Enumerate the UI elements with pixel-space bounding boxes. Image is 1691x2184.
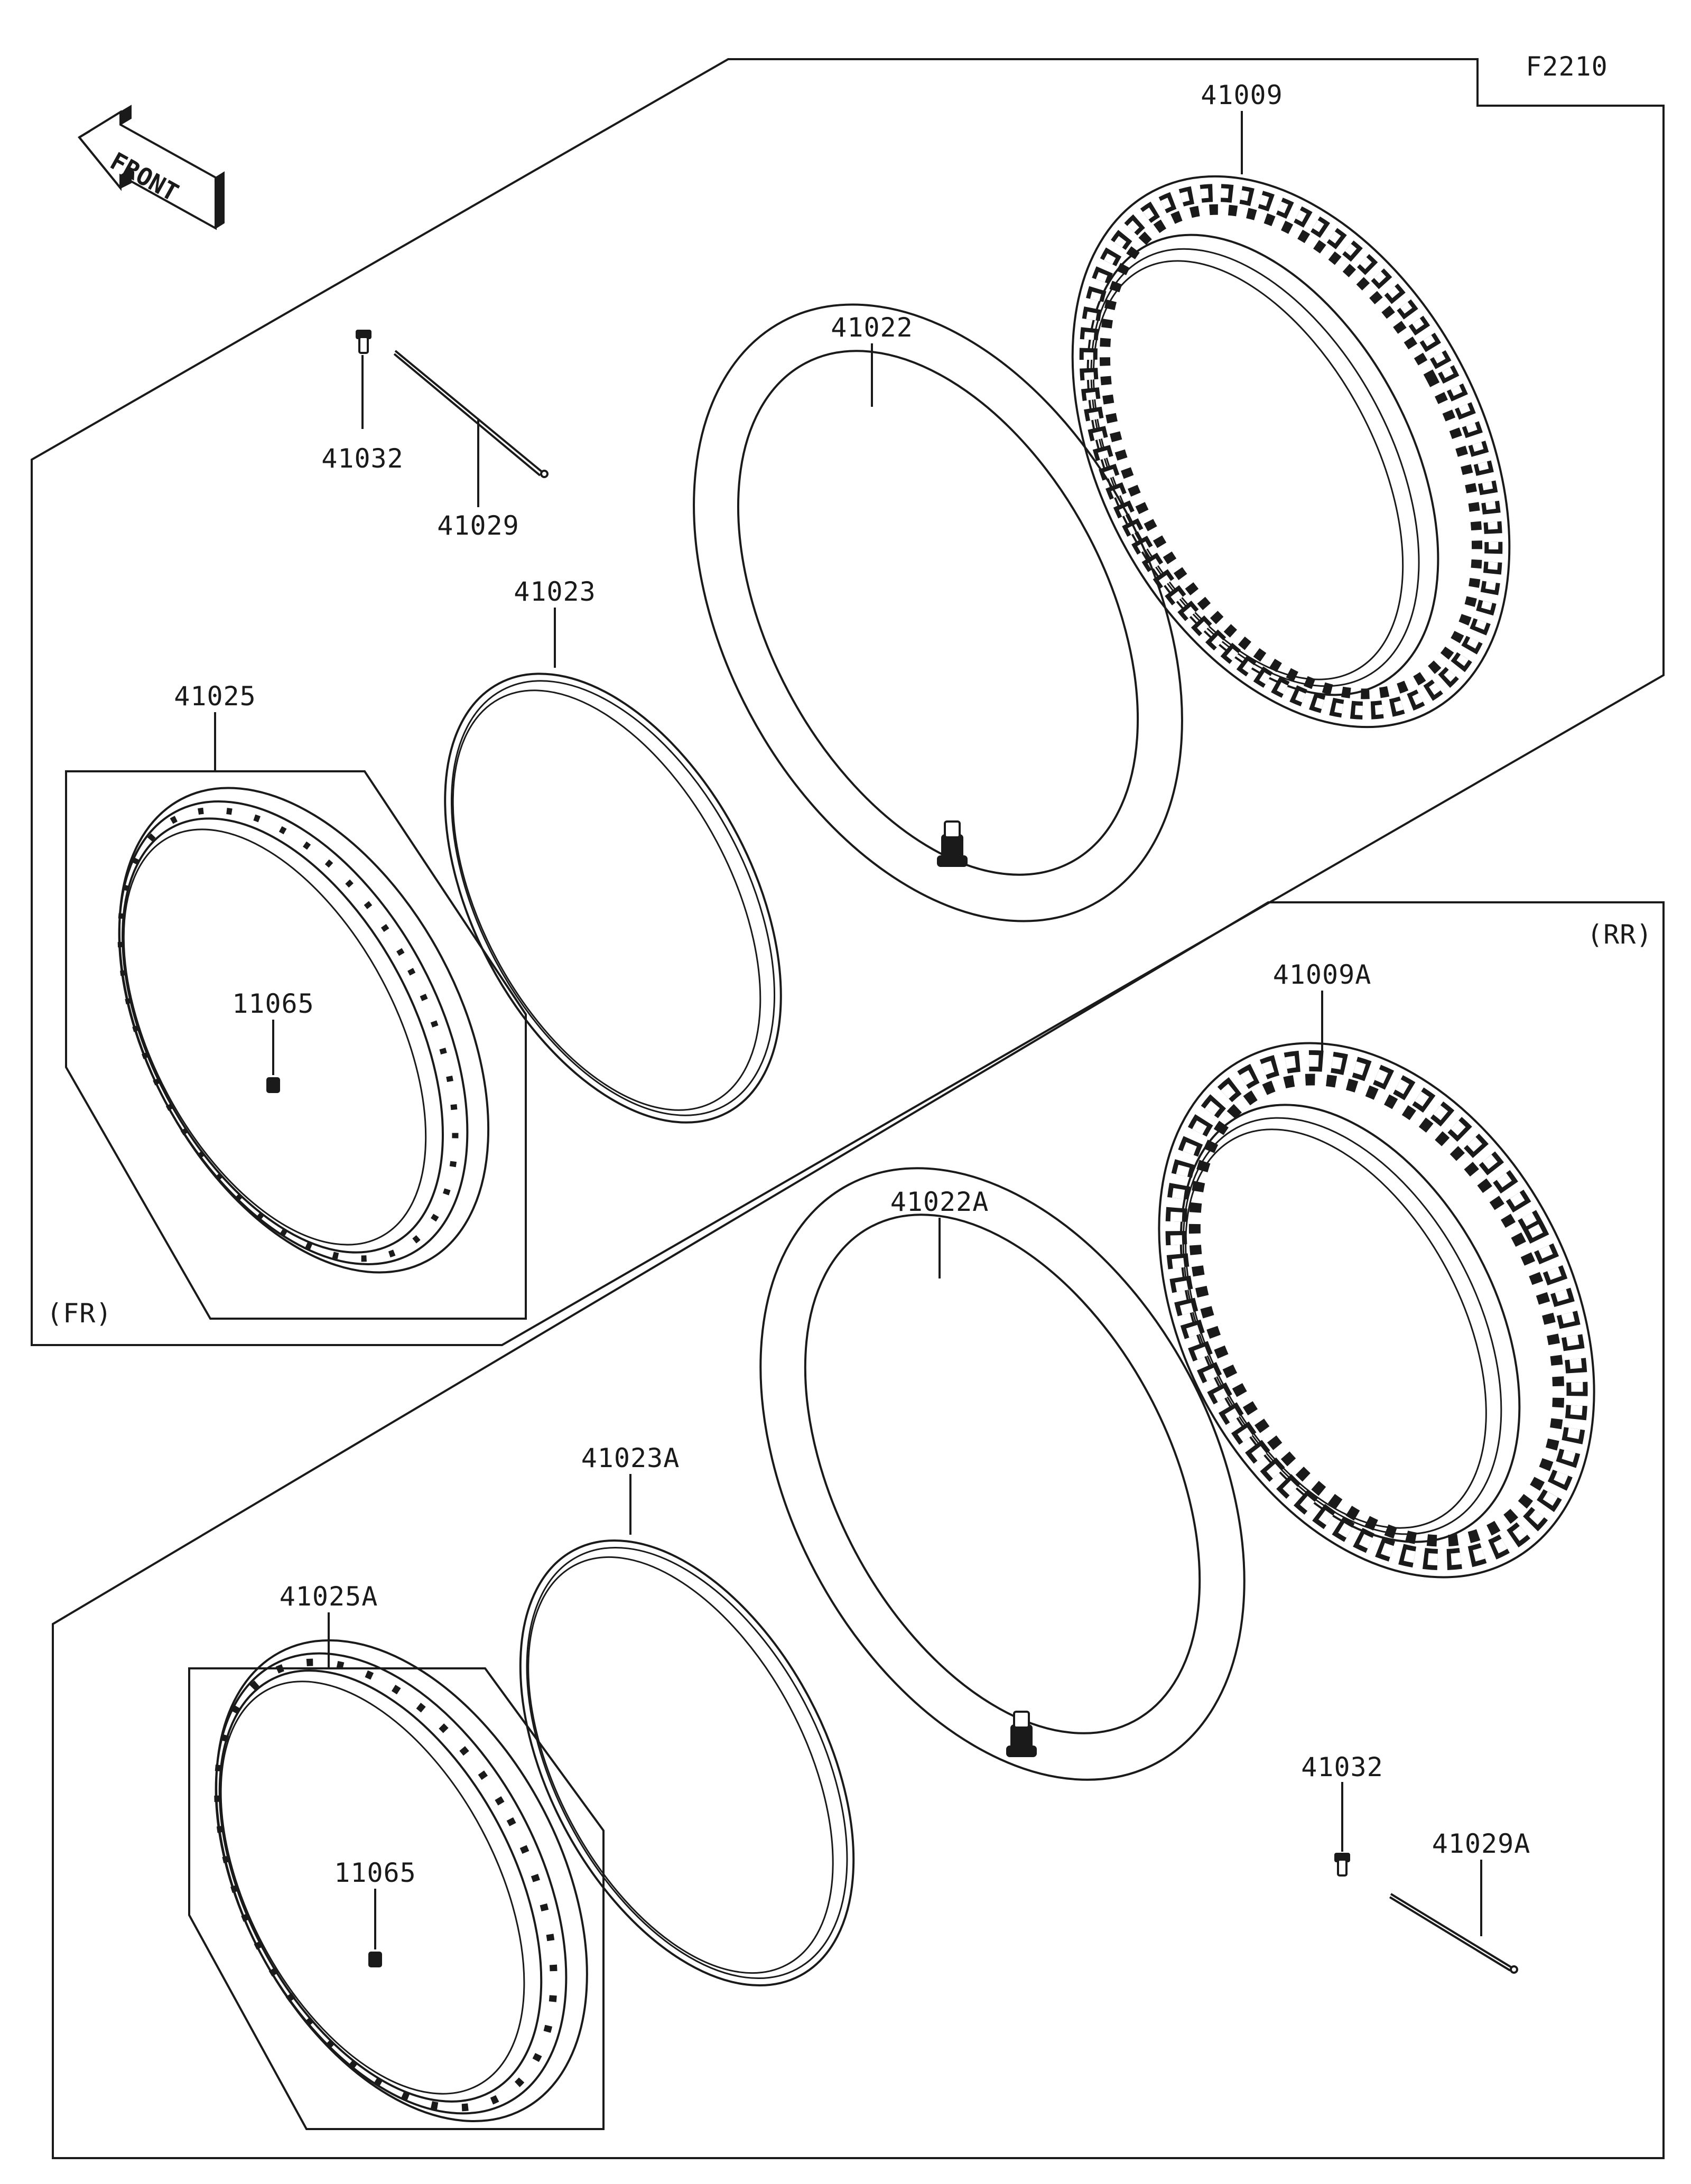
rear-rim-lock: [368, 1952, 382, 1967]
callout-41029A: 41029A: [1432, 1828, 1531, 1859]
rear-rim-box: [188, 1667, 605, 2130]
front-rim-box: [65, 770, 527, 1320]
callout-41009: 41009: [1201, 80, 1283, 110]
callout-41032-front: 41032: [321, 443, 404, 474]
rear-tire: [1158, 1042, 1595, 1579]
front-section-label: (FR): [47, 1298, 112, 1329]
front-tire: [1071, 175, 1511, 729]
front-inner-tube: [693, 303, 1183, 922]
callout-41022: 41022: [831, 312, 913, 343]
callout-41009A: 41009A: [1273, 959, 1372, 990]
callout-41025: 41025: [174, 681, 256, 712]
rear-rim: [214, 1639, 588, 2122]
rear-spoke: [1389, 1893, 1518, 1974]
rear-section-label: (RR): [1587, 919, 1652, 950]
front-direction-arrow-icon: FRONT: [78, 105, 225, 230]
callout-11065-front: 11065: [232, 988, 314, 1019]
callout-41023A: 41023A: [581, 1443, 680, 1473]
front-section-outline: [31, 58, 1665, 1346]
callout-41022A: 41022A: [890, 1187, 989, 1217]
callout-11065-rear: 11065: [334, 1858, 416, 1888]
front-spoke-nipple: [356, 330, 371, 354]
rear-rim-band: [519, 1539, 855, 1986]
callout-41029: 41029: [437, 510, 519, 541]
front-rim-lock: [266, 1077, 280, 1093]
rear-spoke-nipple: [1334, 1853, 1350, 1877]
rear-inner-tube: [759, 1167, 1246, 1781]
callout-41025A: 41025A: [280, 1581, 378, 1612]
front-rim-band: [444, 673, 782, 1124]
callout-41032-rear: 41032: [1301, 1752, 1383, 1782]
front-spoke: [393, 350, 549, 478]
figure-code: F2210: [1526, 51, 1608, 82]
callout-41023: 41023: [514, 576, 596, 607]
rear-section-outline: [52, 901, 1665, 2159]
front-rim: [117, 787, 490, 1274]
